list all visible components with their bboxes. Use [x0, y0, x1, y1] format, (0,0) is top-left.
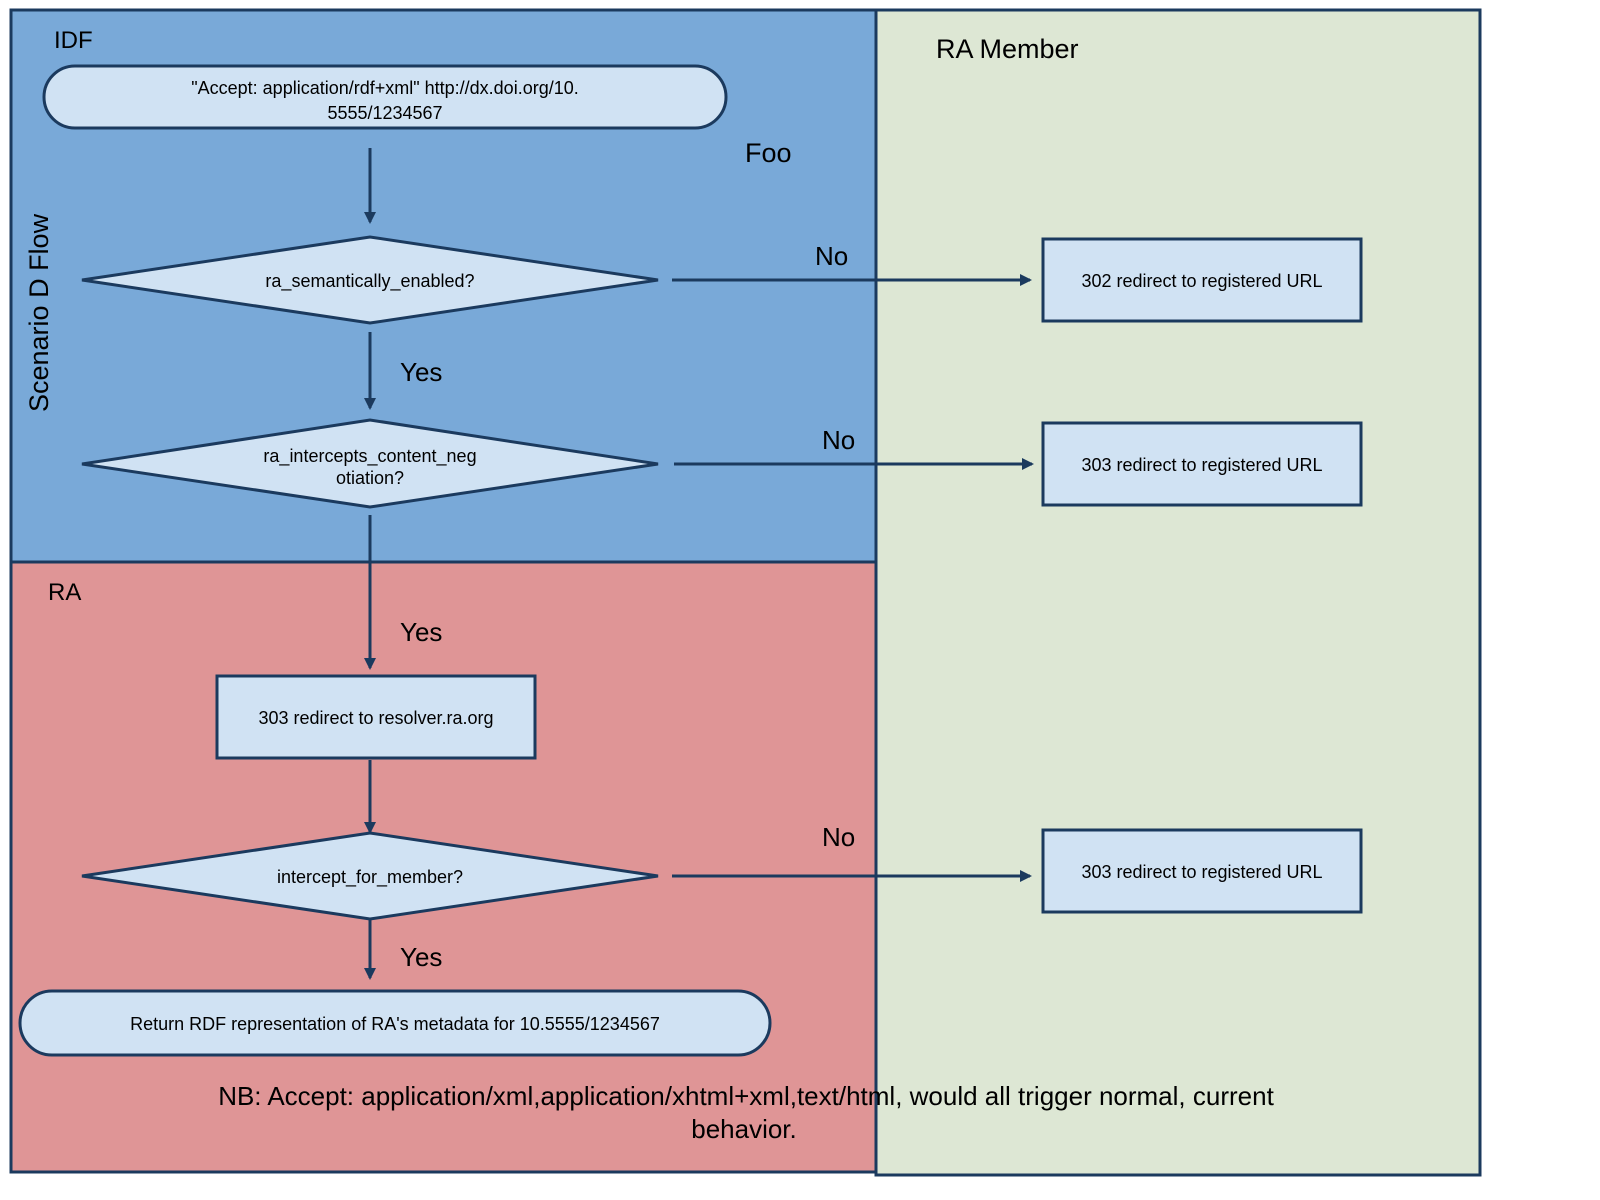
start-node-line1: "Accept: application/rdf+xml" http://dx.… [191, 78, 578, 98]
decision-intercepts-line1: ra_intercepts_content_neg [263, 446, 476, 467]
lane-label-ra-member: RA Member [936, 34, 1079, 64]
decision-semantically-enabled: ra_semantically_enabled? [81, 235, 659, 325]
decision-intercepts-line2: otiation? [336, 468, 404, 488]
decision-semantically-enabled-label: ra_semantically_enabled? [265, 271, 474, 292]
floating-label-foo: Foo [745, 138, 792, 168]
end-node-label: Return RDF representation of RA's metada… [130, 1014, 660, 1034]
member-302-redirect-label: 302 redirect to registered URL [1081, 271, 1322, 291]
edge-label-yes-2: Yes [400, 617, 442, 647]
note-line2: behavior. [691, 1114, 797, 1144]
member-302-redirect-box: 302 redirect to registered URL [1041, 237, 1363, 323]
edge-label-yes-1: Yes [400, 357, 442, 387]
lane-ra-member [874, 8, 1482, 1177]
process-redirect-resolver: 303 redirect to resolver.ra.org [215, 674, 537, 760]
decision-intercept-for-member-label: intercept_for_member? [277, 867, 463, 888]
edge-label-no-3: No [822, 822, 855, 852]
edge-label-no-1: No [815, 241, 848, 271]
member-303-redirect-box-b: 303 redirect to registered URL [1041, 828, 1363, 914]
lane-label-idf: IDF [54, 27, 93, 54]
start-node-line2: 5555/1234567 [327, 103, 442, 123]
end-node: Return RDF representation of RA's metada… [18, 989, 772, 1057]
member-303-redirect-label-b: 303 redirect to registered URL [1081, 862, 1322, 882]
member-303-redirect-box-a: 303 redirect to registered URL [1041, 421, 1363, 507]
note-line1: NB: Accept: application/xml,application/… [218, 1081, 1274, 1111]
process-redirect-resolver-label: 303 redirect to resolver.ra.org [258, 708, 493, 728]
lane-label-ra: RA [48, 579, 81, 606]
member-303-redirect-label-a: 303 redirect to registered URL [1081, 455, 1322, 475]
edge-label-yes-3: Yes [400, 942, 442, 972]
start-node: "Accept: application/rdf+xml" http://dx.… [42, 64, 728, 130]
edge-label-no-2: No [822, 425, 855, 455]
decision-intercept-for-member: intercept_for_member? [81, 831, 659, 921]
diagram-title: Scenario D Flow [24, 213, 54, 412]
decision-intercepts-content-negotiation: ra_intercepts_content_neg otiation? [81, 418, 659, 509]
